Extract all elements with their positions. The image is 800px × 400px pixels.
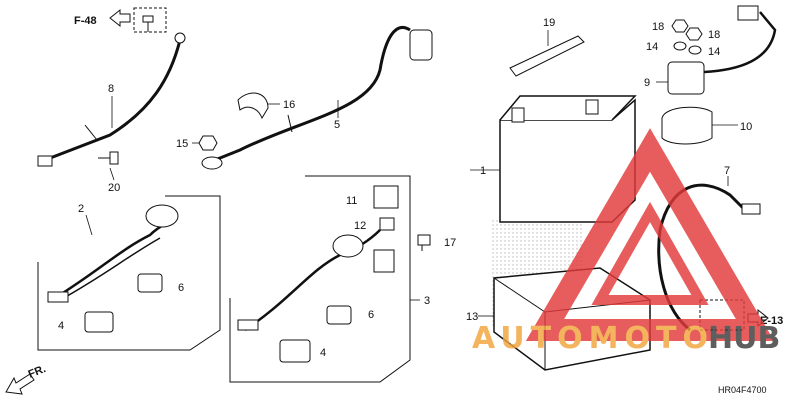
relay-wire: [703, 11, 777, 74]
watermark-text-b: HUB: [708, 321, 780, 356]
watermark: AUTOMOTO HUB: [472, 128, 780, 356]
bolt-20: [98, 151, 119, 165]
callout-15: 15: [176, 138, 188, 150]
callout-2: 2: [78, 203, 84, 215]
callout-1: 1: [480, 165, 486, 177]
ref-front: FR.: [27, 363, 48, 381]
diagram-code: HR04F4700: [718, 385, 767, 395]
strap-19: [509, 35, 585, 77]
cover-4b: [279, 339, 311, 363]
ref-e13: E-13: [760, 315, 783, 327]
callout-4b: 4: [320, 347, 326, 359]
callout-6a: 6: [178, 282, 184, 294]
terminal-ring: [174, 32, 186, 44]
relay-11: [373, 185, 399, 209]
callout-4a: 4: [58, 320, 64, 332]
cable-clip: [84, 124, 98, 141]
nut-18a: [671, 19, 689, 33]
nut-15: [198, 135, 218, 151]
callout-6b: 6: [368, 309, 374, 321]
callout-14b: 14: [708, 46, 720, 58]
callout-7: 7: [724, 165, 730, 177]
washer-14a: [673, 41, 687, 51]
group-3-frame: [229, 175, 411, 383]
callout-10: 10: [740, 121, 752, 133]
callout-9: 9: [644, 77, 650, 89]
terminal-3: [237, 319, 259, 331]
cover-6b: [326, 305, 352, 325]
callout-17: 17: [444, 237, 456, 249]
starter-relay-9: [667, 61, 705, 95]
band-16: [237, 92, 269, 120]
cable-5: [209, 26, 411, 164]
terminal-8-end: [37, 155, 53, 167]
callout-11: 11: [346, 195, 357, 207]
washer-14b: [688, 45, 702, 55]
connector-3: [332, 234, 364, 258]
bolt-icon: [142, 15, 154, 32]
arrow-left-icon: [109, 8, 131, 28]
part-12: [379, 217, 395, 231]
callout-18b: 18: [708, 29, 720, 41]
cover-6a: [137, 273, 163, 293]
harness-3: [244, 229, 381, 332]
watermark-inner-triangle-icon: [591, 201, 709, 305]
dashed-bolt-box: [133, 7, 167, 33]
callout-8: 8: [108, 83, 114, 95]
group-2-frame: [37, 195, 221, 351]
callout-3: 3: [424, 295, 430, 307]
front-arrow-icon: [5, 373, 35, 395]
terminal-2: [47, 291, 69, 303]
callout-19: 19: [543, 17, 555, 29]
clip-17: [417, 234, 431, 251]
callout-16: 16: [283, 99, 295, 111]
cable-8: [44, 39, 182, 162]
callout-5: 5: [334, 119, 340, 131]
cover-4a: [84, 311, 114, 333]
terminal-7: [741, 203, 761, 215]
callout-18a: 18: [652, 21, 664, 33]
terminal-5-end: [201, 156, 223, 170]
coupler-3: [373, 249, 395, 273]
watermark-triangle-icon: [525, 128, 775, 341]
callout-14a: 14: [646, 41, 658, 53]
callout-20: 20: [108, 182, 120, 194]
battery-terminal-pos: [585, 99, 599, 115]
ref-f48: F-48: [74, 15, 97, 27]
battery-terminal-neg: [511, 107, 525, 123]
relay-cover-10: [661, 106, 713, 145]
relay-connector: [737, 5, 759, 21]
callout-12: 12: [354, 220, 366, 232]
callout-13: 13: [466, 311, 478, 323]
watermark-text-a: AUTOMOTO: [472, 321, 708, 356]
terminal-cover: [409, 29, 433, 61]
nut-18b: [685, 27, 703, 41]
connector-2: [145, 204, 179, 228]
